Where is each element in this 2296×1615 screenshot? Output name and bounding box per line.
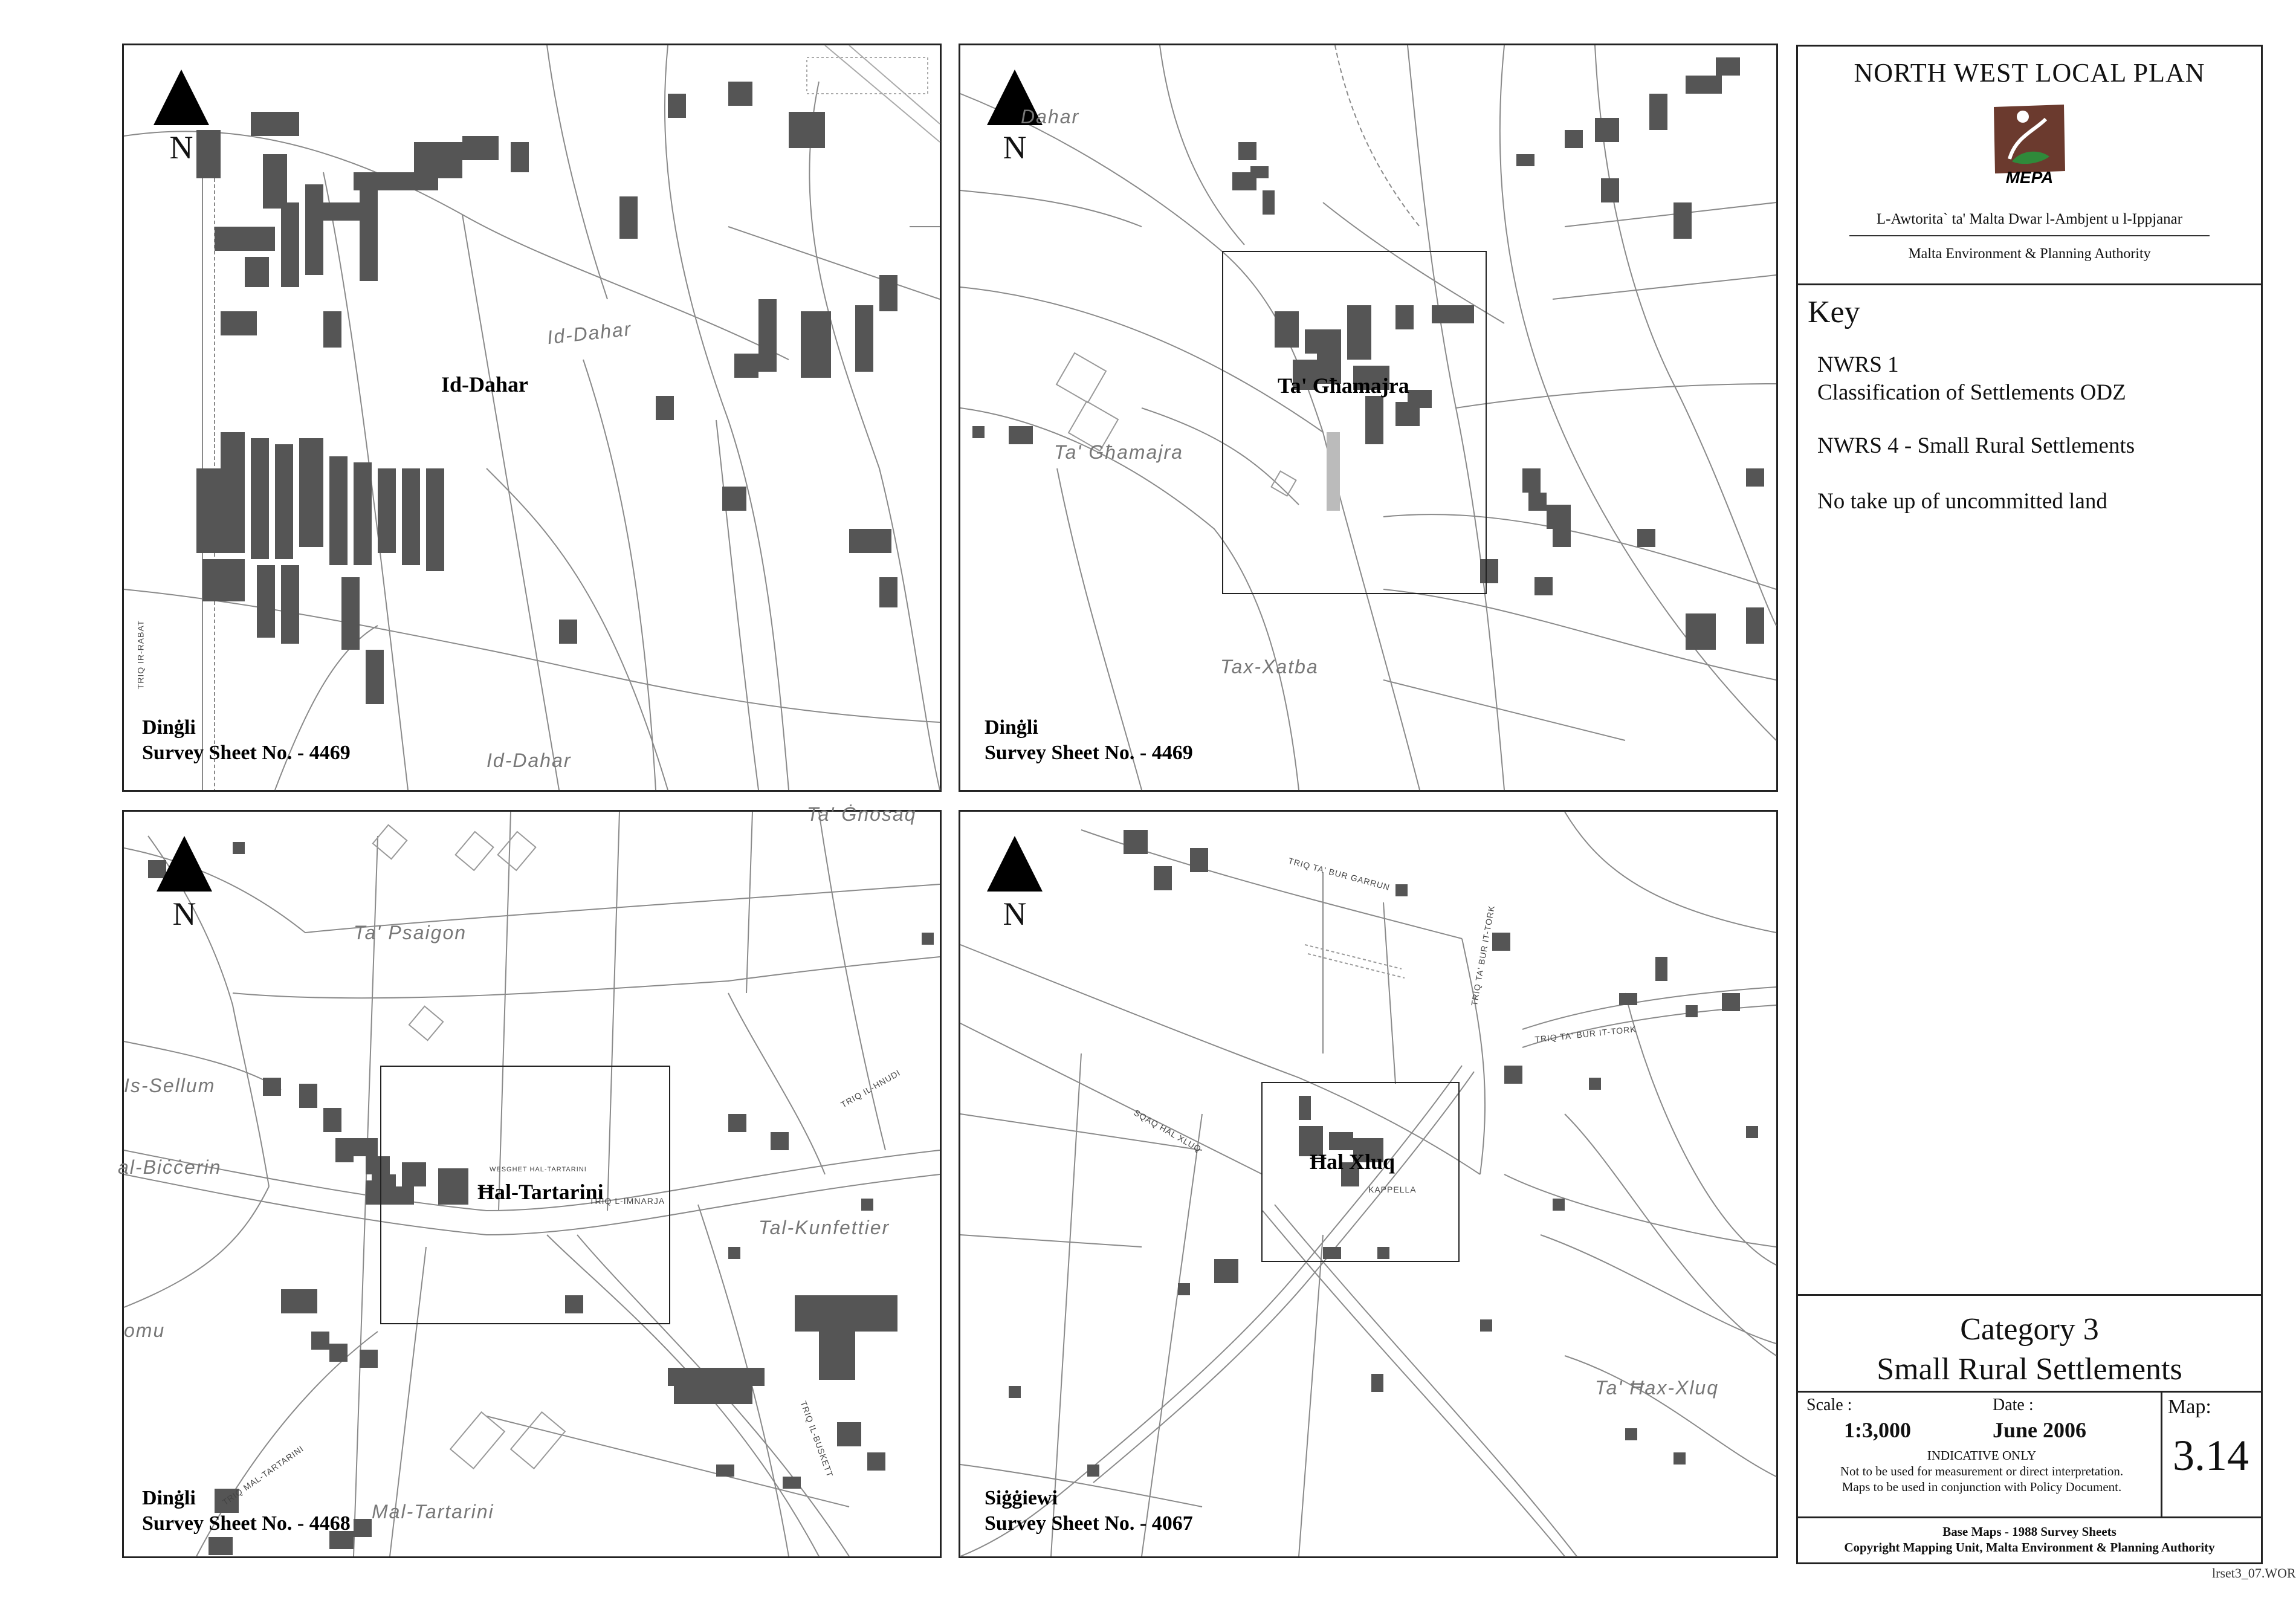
credit-base-maps: Base Maps - 1988 Survey Sheets: [1942, 1524, 2117, 1539]
settlement-name: Ħal-Tartarini: [477, 1180, 604, 1204]
map-drawing: [123, 811, 940, 1557]
locality-name: Dinġli: [142, 716, 196, 739]
plan-title: NORTH WEST LOCAL PLAN: [1854, 58, 2205, 88]
settlement-boundary: [1261, 1082, 1460, 1262]
indicative-only: INDICATIVE ONLY: [1927, 1448, 2037, 1463]
divider: [1849, 235, 2210, 236]
map-place-label: Dahar: [1021, 106, 1080, 128]
meta-divider: [1798, 1391, 2261, 1393]
map-place-label: al-Biċċerin: [118, 1156, 222, 1178]
map-place-label: omu: [124, 1319, 166, 1341]
sheet-caption: Dinġli Survey Sheet No. - 4469: [142, 715, 351, 766]
settlement-boundary: [380, 1066, 670, 1324]
key-title: Key: [1808, 295, 1860, 329]
map-place-label: Mal-Tartarini: [372, 1501, 494, 1523]
authority-english: Malta Environment & Planning Authority: [1908, 246, 2151, 262]
logo-text: MEPA: [2006, 168, 2054, 187]
category-divider: [1798, 1294, 2261, 1296]
note-measurement: Not to be used for measurement or direct…: [1840, 1464, 2124, 1478]
survey-sheet-number: Survey Sheet No. - 4468: [142, 1512, 351, 1535]
note-policy: Maps to be used in conjunction with Poli…: [1842, 1480, 2122, 1494]
scale-value: 1:3,000: [1844, 1418, 1911, 1442]
category-number: Category 3: [1960, 1312, 2099, 1347]
map-place-label: Id-Dahar: [487, 749, 572, 771]
credit-divider: [1798, 1516, 2261, 1518]
meta-vertical-rule: [2161, 1391, 2162, 1516]
indicative-note: INDICATIVE ONLY Not to be used for measu…: [1806, 1448, 2157, 1495]
key-item: No take up of uncommitted land: [1817, 489, 2107, 514]
settlement-name: Id-Dahar: [441, 372, 529, 396]
road-label: TRIQ IR-RABAT: [135, 620, 146, 690]
map-place-label: Ta' Psaigon: [354, 922, 467, 943]
category-title: Category 3 Small Rural Settlements: [1798, 1310, 2261, 1390]
settlement-boundary: [1222, 251, 1487, 594]
credits: Base Maps - 1988 Survey Sheets Copyright…: [1798, 1524, 2261, 1555]
locality-name: Dinġli: [142, 1487, 196, 1509]
map-place-label: Ta' Ġnosaq: [807, 803, 917, 825]
road-label: KAPPELLA: [1368, 1185, 1417, 1194]
map-panel-ta-ghamajra: N Ta' Għamajra Dahar Ta' Għamajra Tax-Xa…: [959, 44, 1778, 792]
map-place-label: Ta' Ħax-Xluq: [1595, 1377, 1719, 1399]
survey-sheet-number: Survey Sheet No. - 4469: [142, 742, 351, 764]
north-arrow-icon: N: [154, 836, 215, 933]
map-label: Map:: [2168, 1396, 2211, 1418]
map-drawing: [960, 45, 1777, 791]
date-value: June 2006: [1993, 1418, 2087, 1442]
locality-name: Dinġli: [985, 716, 1038, 739]
north-arrow-icon: N: [151, 70, 212, 166]
map-number: 3.14: [2173, 1431, 2249, 1480]
map-place-label: Is-Sellum: [124, 1075, 216, 1096]
credit-copyright: Copyright Mapping Unit, Malta Environmen…: [1844, 1540, 2215, 1555]
sheet-caption: Dinġli Survey Sheet No. - 4469: [985, 715, 1193, 766]
road-label: WESGHET HAL-TARTARINI: [490, 1166, 587, 1173]
locality-name: Siġġiewi: [985, 1487, 1058, 1509]
date-label: Date :: [1993, 1396, 2034, 1414]
scale-label: Scale :: [1806, 1396, 1852, 1414]
sheet-caption: Dinġli Survey Sheet No. - 4468: [142, 1486, 351, 1536]
survey-sheet-number: Survey Sheet No. - 4469: [985, 742, 1193, 764]
settlement-name: Ħal Xluq: [1310, 1150, 1395, 1174]
map-place-label: Tal-Kunfettier: [758, 1217, 890, 1238]
map-panel-hal-tartarini: N Ħal-Tartarini Ta' Psaigon Is-Sellum al…: [118, 803, 942, 1558]
road-label: TRIQ L-IMNARJA: [589, 1196, 665, 1206]
settlement-name: Ta' Għamajra: [1278, 374, 1409, 398]
map-drawing: [960, 811, 1777, 1557]
header-block: NORTH WEST LOCAL PLAN MEPA L-Awtorita` t…: [1798, 47, 2261, 285]
mepa-logo-icon: MEPA: [1994, 105, 2065, 187]
key-item: NWRS 4 - Small Rural Settlements: [1817, 433, 2135, 458]
file-reference: lrset3_07.WOR: [2212, 1565, 2296, 1581]
map-drawing: [123, 45, 940, 791]
key-item: Classification of Settlements ODZ: [1817, 380, 2126, 405]
map-place-label: Tax-Xatba: [1220, 656, 1319, 678]
map-place-label: Ta' Għamajra: [1054, 441, 1183, 463]
north-arrow-icon: N: [985, 836, 1045, 933]
north-arrow-icon: N: [985, 70, 1045, 166]
key-item: NWRS 1: [1817, 352, 1899, 377]
category-name: Small Rural Settlements: [1877, 1352, 2182, 1387]
survey-sheet-number: Survey Sheet No. - 4067: [985, 1512, 1193, 1535]
map-panel-hal-xluq: N Ħal Xluq Ta' Ħax-Xluq TRIQ TA' BUR GAR…: [959, 810, 1778, 1558]
map-panel-id-dahar: N Id-Dahar Id-Dahar Id-Dahar TRIQ IR-RAB…: [122, 44, 942, 792]
sheet-caption: Siġġiewi Survey Sheet No. - 4067: [985, 1486, 1193, 1536]
authority-maltese: L-Awtorita` ta' Malta Dwar l-Ambjent u l…: [1876, 211, 2183, 227]
title-block: NORTH WEST LOCAL PLAN MEPA L-Awtorita` t…: [1796, 45, 2263, 1564]
